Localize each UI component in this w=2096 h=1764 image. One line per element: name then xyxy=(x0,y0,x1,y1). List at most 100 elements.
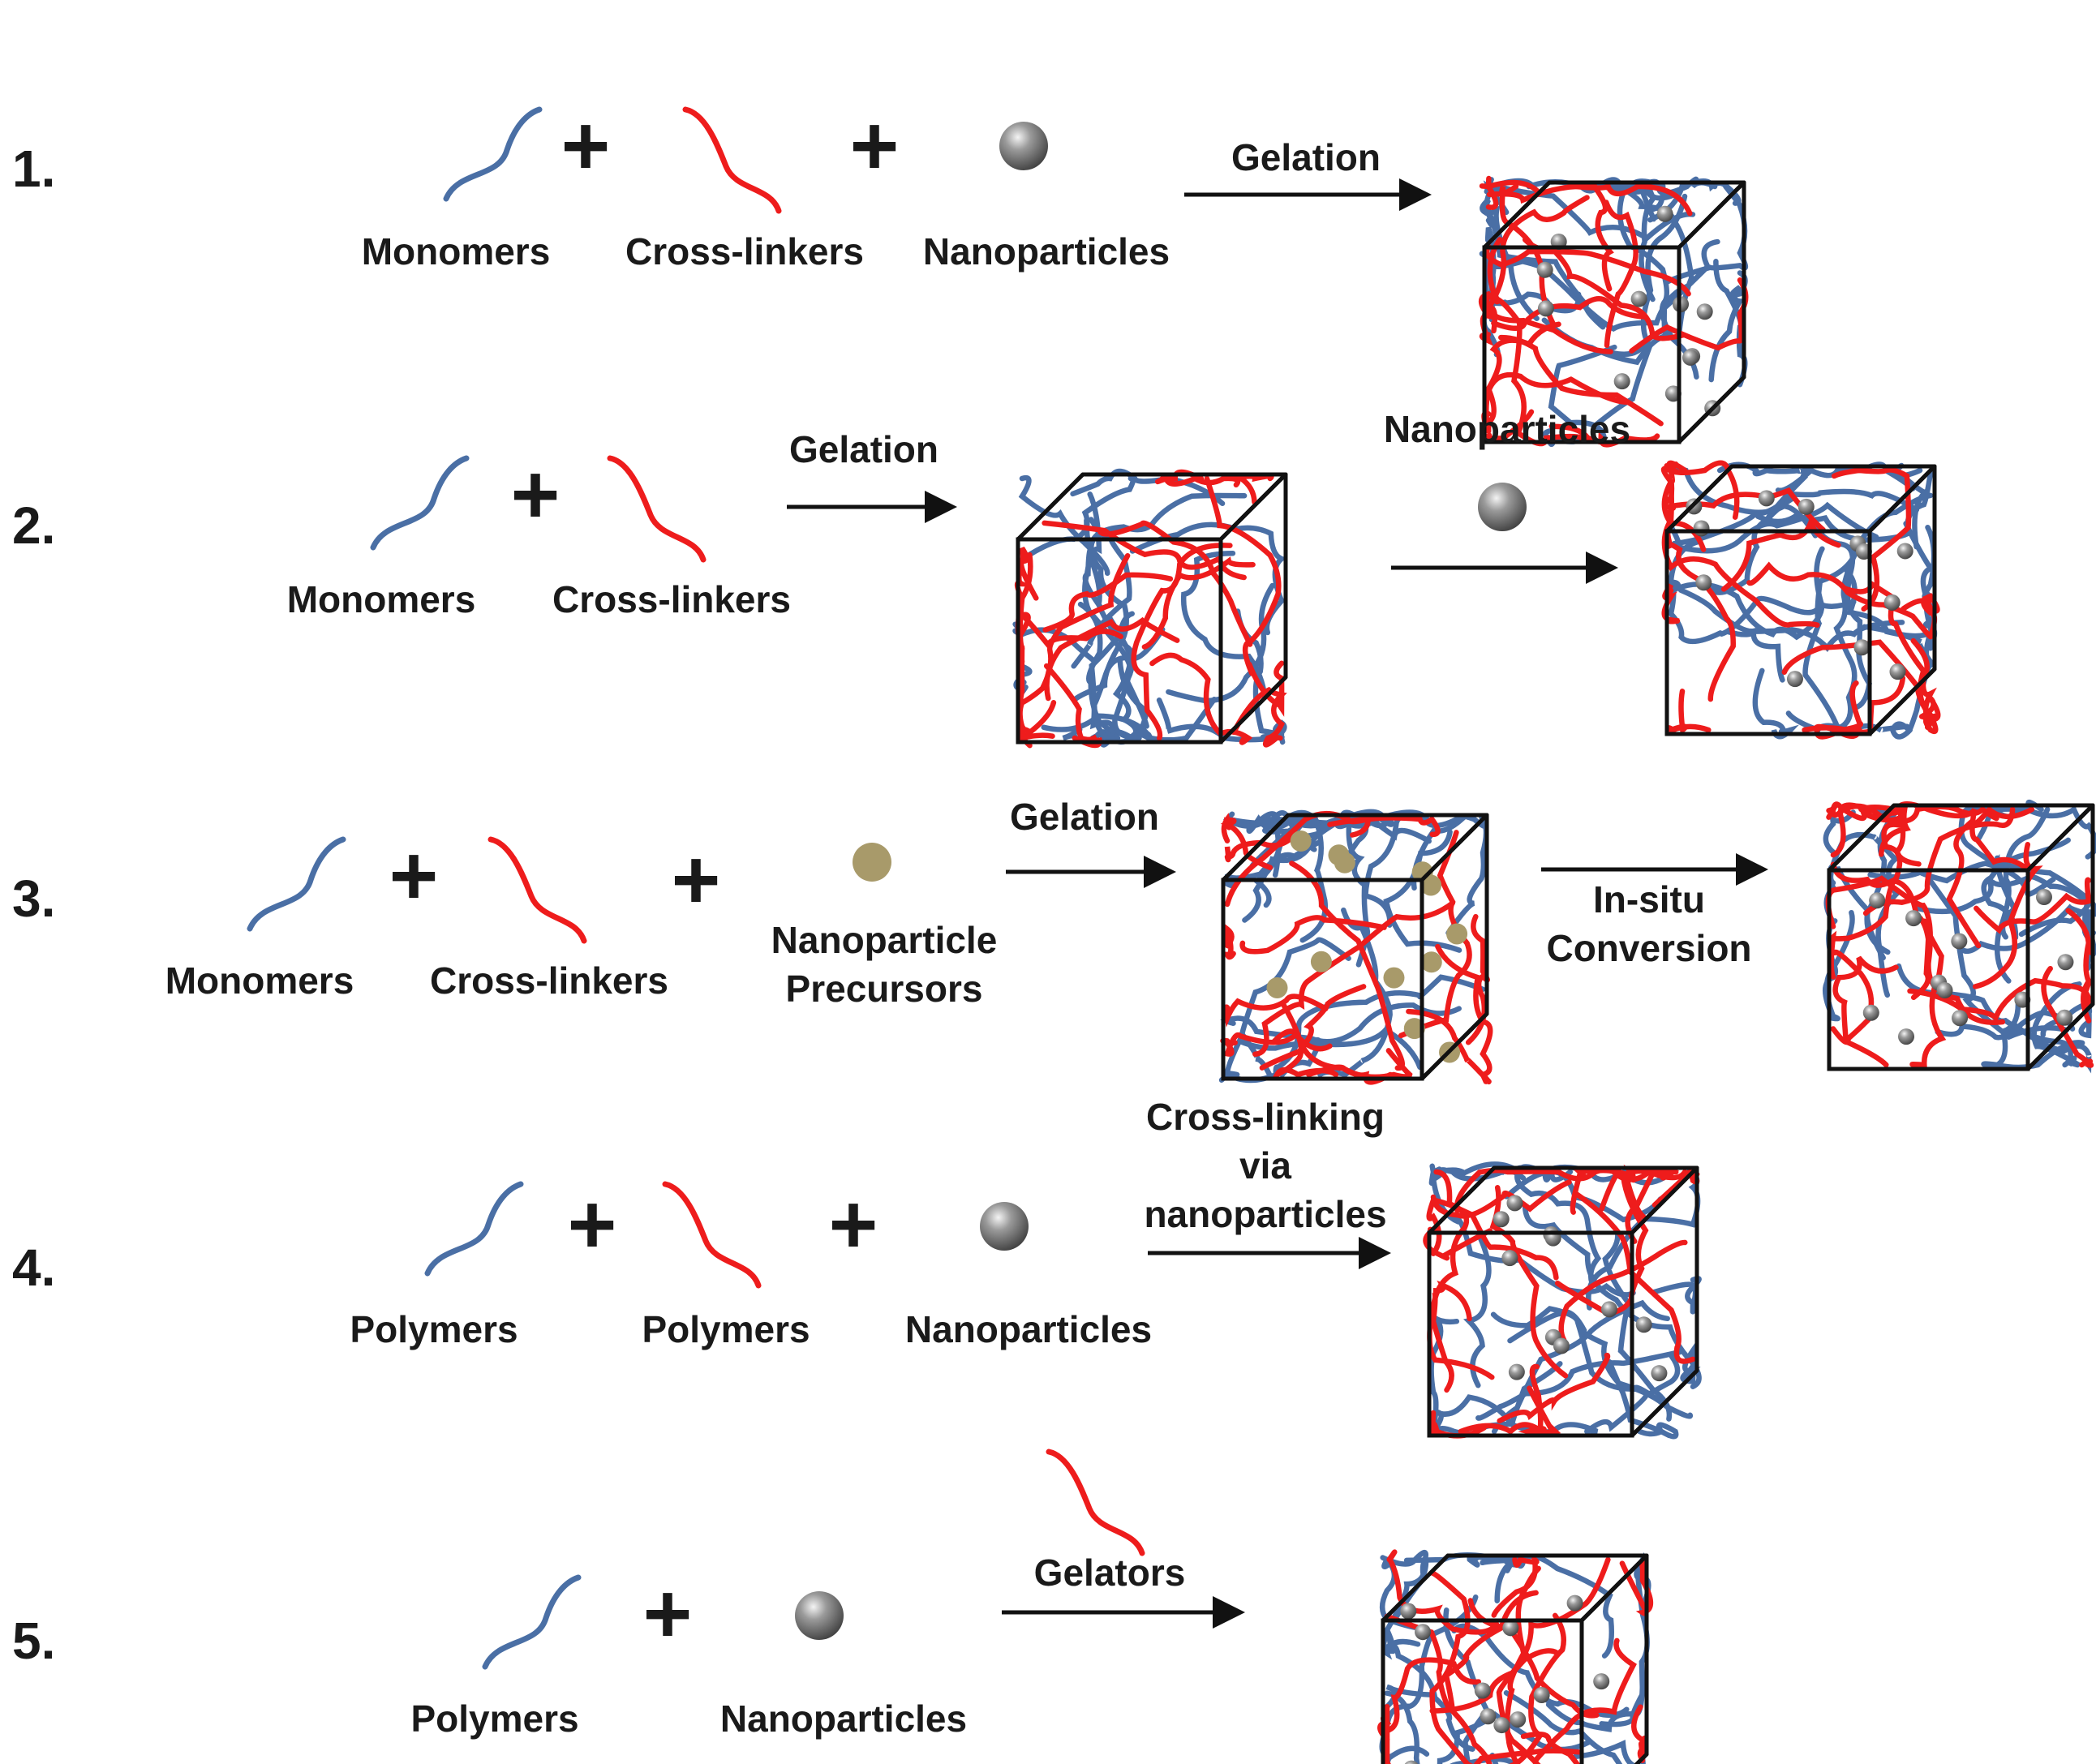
nanoparticle xyxy=(1593,1673,1610,1690)
plus-sign: + xyxy=(850,99,900,193)
polymer-chain-red xyxy=(2041,965,2094,1068)
nanoparticle xyxy=(1883,594,1901,611)
polymer-chain-red xyxy=(1826,801,1904,823)
polymer-chain-blue xyxy=(1503,1690,1623,1764)
polymer-chain-blue xyxy=(1514,1169,1602,1286)
nanoparticle-precursor xyxy=(1403,1018,1425,1040)
nanoparticle-icon xyxy=(999,122,1048,170)
nanoparticle-precursor xyxy=(1383,967,1405,989)
nanoparticle xyxy=(1536,261,1553,278)
polymer-chain-red xyxy=(1781,639,1934,719)
polymer-chain-red xyxy=(1858,805,1911,857)
nanoparticle-precursor xyxy=(1446,923,1468,945)
label-cross-linkers: Cross-linkers xyxy=(625,230,864,273)
nanoparticle xyxy=(1553,1337,1570,1354)
polymer-chain-red xyxy=(1479,175,1541,210)
label-precursors: Precursors xyxy=(786,968,983,1010)
nanoparticle xyxy=(1493,1717,1510,1734)
step-gelation: Gelation xyxy=(789,428,938,470)
cube-top-edge xyxy=(1677,181,1746,249)
hydrogel-cube-nanocomposite xyxy=(1660,460,1941,740)
nanoparticle xyxy=(1508,1363,1525,1380)
step-cross-linking: Cross-linking xyxy=(1146,1096,1385,1138)
polymer-chain-red xyxy=(1435,943,1493,1084)
label-nanoparticles: Nanoparticles xyxy=(923,230,1170,273)
polymer-chain-blue xyxy=(1572,1739,1646,1764)
polymer-chain-blue xyxy=(1239,937,1351,1078)
cube-front-edge xyxy=(1381,1618,1584,1764)
polymer-chain-red xyxy=(1828,822,1903,980)
nanoparticle xyxy=(1898,1028,1915,1045)
nanoparticle xyxy=(1951,933,1968,950)
cube-top-edge xyxy=(1630,1166,1699,1234)
polymer-chain-blue xyxy=(1802,492,1934,728)
nanoparticle-icon xyxy=(795,1591,844,1640)
polymer-chain-red xyxy=(1520,1732,1581,1764)
polymer-chain-red xyxy=(1377,1657,1482,1743)
nanoparticle xyxy=(1656,205,1673,222)
polymer-chain-blue xyxy=(1752,667,1799,740)
plus-sign: + xyxy=(389,829,439,923)
polymer-chain-red xyxy=(1661,583,1681,624)
polymer-chain-red xyxy=(1661,479,1820,628)
polymer-chain-red xyxy=(1832,955,1899,1068)
polymer-chain-blue xyxy=(1491,1299,1670,1435)
polymer-chain-red xyxy=(1289,861,1405,1071)
nanoparticle xyxy=(1758,490,1775,507)
polymer-chain-blue xyxy=(1454,1215,1636,1298)
polymer-chain-red xyxy=(1574,1191,1696,1364)
polymer-chain-blue xyxy=(1719,595,1857,637)
polymer-chain-red xyxy=(1247,660,1285,717)
row-2-number: 2. xyxy=(12,496,55,555)
polymer-strand-icon xyxy=(662,1181,762,1289)
polymer-chain-red xyxy=(1398,830,1472,1039)
polymer-chain-red xyxy=(1467,1598,1600,1719)
polymer-chain-blue xyxy=(1724,620,1905,652)
plus-sign: + xyxy=(568,1178,617,1272)
polymer-chain-red xyxy=(1487,237,1585,447)
polymer-chain-red xyxy=(1481,321,1561,434)
polymer-chain-red xyxy=(1131,543,1233,741)
hydrogel-cube-nanocomposite xyxy=(1377,1549,1654,1764)
nanoparticle xyxy=(1797,498,1815,515)
polymer-chain-blue xyxy=(1317,907,1393,1078)
plus-sign: + xyxy=(561,99,611,193)
plus-sign: + xyxy=(643,1567,693,1661)
polymer-chain-blue xyxy=(1507,1309,1693,1419)
polymer-chain-blue xyxy=(1994,806,2051,984)
polymer-chain-red xyxy=(1574,183,1614,292)
polymer-chain-blue xyxy=(1584,1354,1681,1435)
polymer-chain-red xyxy=(1489,1185,1569,1379)
nanoparticle xyxy=(1786,671,1803,688)
nanoparticle xyxy=(2035,889,2052,906)
polymer-chain-blue xyxy=(1041,696,1218,743)
nanoparticle-icon xyxy=(980,1202,1029,1251)
crosslinker-strand-icon xyxy=(487,836,587,944)
nanoparticle xyxy=(1566,1594,1583,1612)
polymer-chain-red xyxy=(1154,469,1241,488)
polymer-chain-red xyxy=(1518,1385,1561,1438)
polymer-chain-red xyxy=(1813,680,1863,740)
nanoparticle xyxy=(1905,910,1922,927)
cube-front-edge xyxy=(1016,537,1223,745)
hydrogel-cube-precursor xyxy=(1218,809,1493,1085)
nanoparticle xyxy=(1862,1004,1879,1021)
hydrogel-cube-plain xyxy=(1012,468,1288,749)
polymer-chain-red xyxy=(1486,182,1693,217)
polymer-chain-red xyxy=(1224,830,1299,863)
nanoparticle xyxy=(1533,1686,1550,1703)
label-nanoparticles: Nanoparticles xyxy=(905,1308,1152,1350)
gelator-strand-icon xyxy=(1046,1449,1145,1556)
label-cross-linkers: Cross-linkers xyxy=(430,959,668,1002)
polymer-chain-blue xyxy=(1913,873,2091,915)
polymer-chain-red xyxy=(1443,1590,1539,1713)
label-polymers: Polymers xyxy=(350,1308,518,1350)
crosslinker-strand-icon xyxy=(607,455,707,563)
cube-front-edge xyxy=(1664,529,1872,736)
row-4: 4. + + Polymers Polymers Nanoparticles C… xyxy=(12,1096,1702,1440)
polymer-chain-blue xyxy=(1018,474,1110,577)
polymer-chain-red xyxy=(1427,1169,1495,1380)
nanoparticle xyxy=(1682,349,1699,366)
polymer-chain-red xyxy=(1484,292,1613,354)
